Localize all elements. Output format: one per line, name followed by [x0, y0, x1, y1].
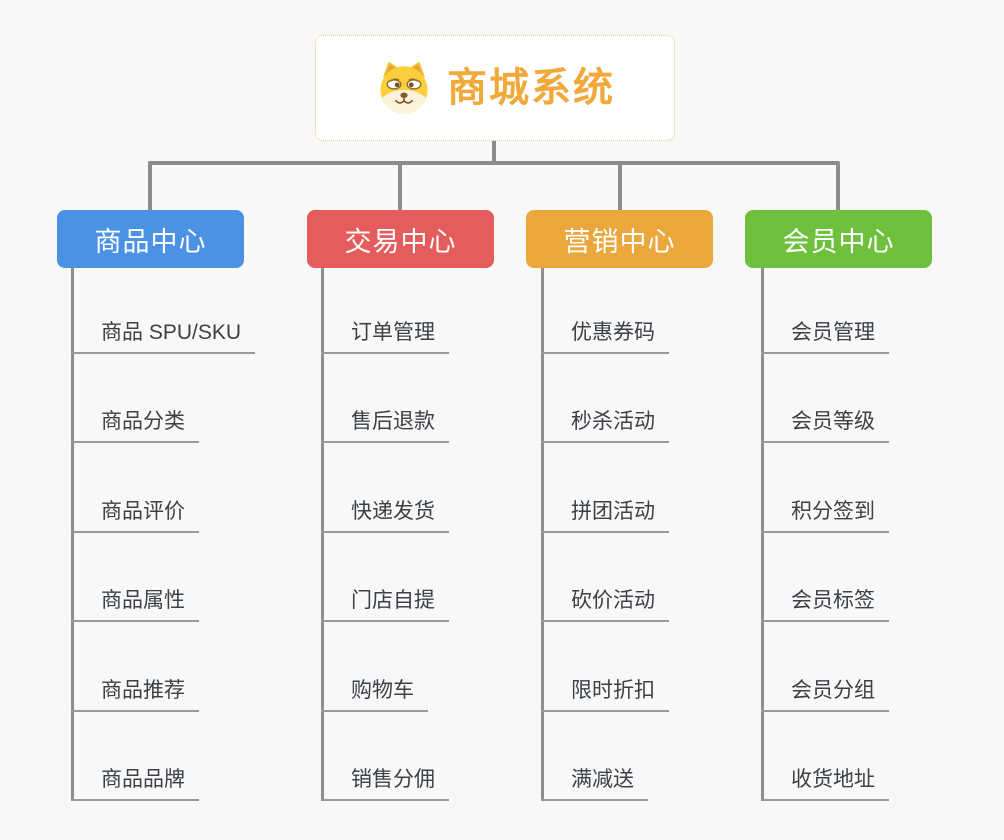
- connector-line: [836, 164, 840, 210]
- leaf-item[interactable]: 售后退款: [321, 409, 449, 443]
- leaf-item[interactable]: 销售分佣: [321, 767, 449, 801]
- root-node[interactable]: 商城系统: [315, 35, 675, 141]
- leaf-item[interactable]: 积分签到: [761, 499, 889, 533]
- branch-label: 营销中心: [563, 226, 676, 257]
- branch-bus-line: [148, 161, 840, 165]
- leaf-item[interactable]: 商品评价: [71, 499, 199, 533]
- leaf-item[interactable]: 商品分类: [71, 409, 199, 443]
- leaf-item[interactable]: 限时折扣: [541, 678, 669, 712]
- connector-line: [398, 164, 402, 210]
- branch-node-trade-center[interactable]: 交易中心: [307, 210, 494, 268]
- branch-label: 会员中心: [782, 226, 895, 257]
- branch-node-marketing-center[interactable]: 营销中心: [526, 210, 713, 268]
- connector-line: [618, 164, 622, 210]
- leaf-item[interactable]: 收货地址: [761, 767, 889, 801]
- leaf-item[interactable]: 秒杀活动: [541, 409, 669, 443]
- leaf-item[interactable]: 会员分组: [761, 678, 889, 712]
- connector-line: [148, 164, 152, 210]
- column-trunk-line: [541, 268, 544, 801]
- leaf-item[interactable]: 商品 SPU/SKU: [71, 320, 256, 354]
- leaf-item[interactable]: 商品品牌: [71, 767, 199, 801]
- shiba-dog-icon: [375, 59, 433, 117]
- leaf-item[interactable]: 优惠券码: [541, 320, 669, 354]
- leaf-item[interactable]: 砍价活动: [541, 588, 669, 622]
- leaf-item[interactable]: 商品属性: [71, 588, 199, 622]
- branch-label: 商品中心: [94, 226, 207, 257]
- leaf-item[interactable]: 会员管理: [761, 320, 889, 354]
- leaf-item[interactable]: 会员标签: [761, 588, 889, 622]
- leaf-item[interactable]: 门店自提: [321, 588, 449, 622]
- leaf-item[interactable]: 购物车: [321, 678, 428, 712]
- leaf-item[interactable]: 满减送: [541, 767, 648, 801]
- branch-node-member-center[interactable]: 会员中心: [745, 210, 932, 268]
- root-connector-line: [492, 141, 496, 163]
- leaf-item[interactable]: 订单管理: [321, 320, 449, 354]
- column-trunk-line: [71, 268, 74, 801]
- leaf-item[interactable]: 快递发货: [321, 499, 449, 533]
- leaf-item[interactable]: 商品推荐: [71, 678, 199, 712]
- leaf-item[interactable]: 会员等级: [761, 409, 889, 443]
- branch-node-product-center[interactable]: 商品中心: [57, 210, 244, 268]
- branch-label: 交易中心: [344, 226, 457, 257]
- column-trunk-line: [321, 268, 324, 801]
- leaf-item[interactable]: 拼团活动: [541, 499, 669, 533]
- column-trunk-line: [761, 268, 764, 801]
- root-title: 商城系统: [447, 66, 615, 110]
